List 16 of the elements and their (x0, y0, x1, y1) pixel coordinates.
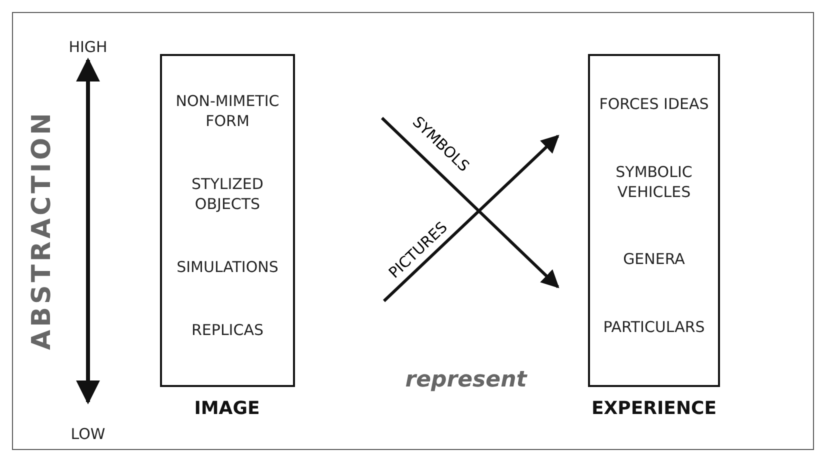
box-heading: EXPERIENCE (591, 398, 717, 419)
axis-label: HIGH (68, 38, 108, 56)
caption-text: represent (405, 368, 527, 392)
list-item: NON-MIMETIC FORM (174, 91, 280, 132)
list-item: REPLICAS (192, 320, 264, 340)
box-heading: IMAGE (194, 398, 260, 419)
list-item: STYLIZED OBJECTS (190, 174, 264, 214)
arrow (382, 134, 560, 302)
axis-label: LOW (70, 425, 106, 443)
list-item: SYMBOLIC VEHICLES (614, 162, 694, 202)
list-item: SIMULATIONS (176, 256, 278, 277)
axis-title: ABSTRACTION (27, 110, 57, 350)
list-item: GENERA (623, 249, 685, 270)
list-item: PARTICULARS (603, 317, 705, 338)
list-item: FORCES IDEAS (599, 94, 709, 114)
arrow (380, 116, 560, 288)
